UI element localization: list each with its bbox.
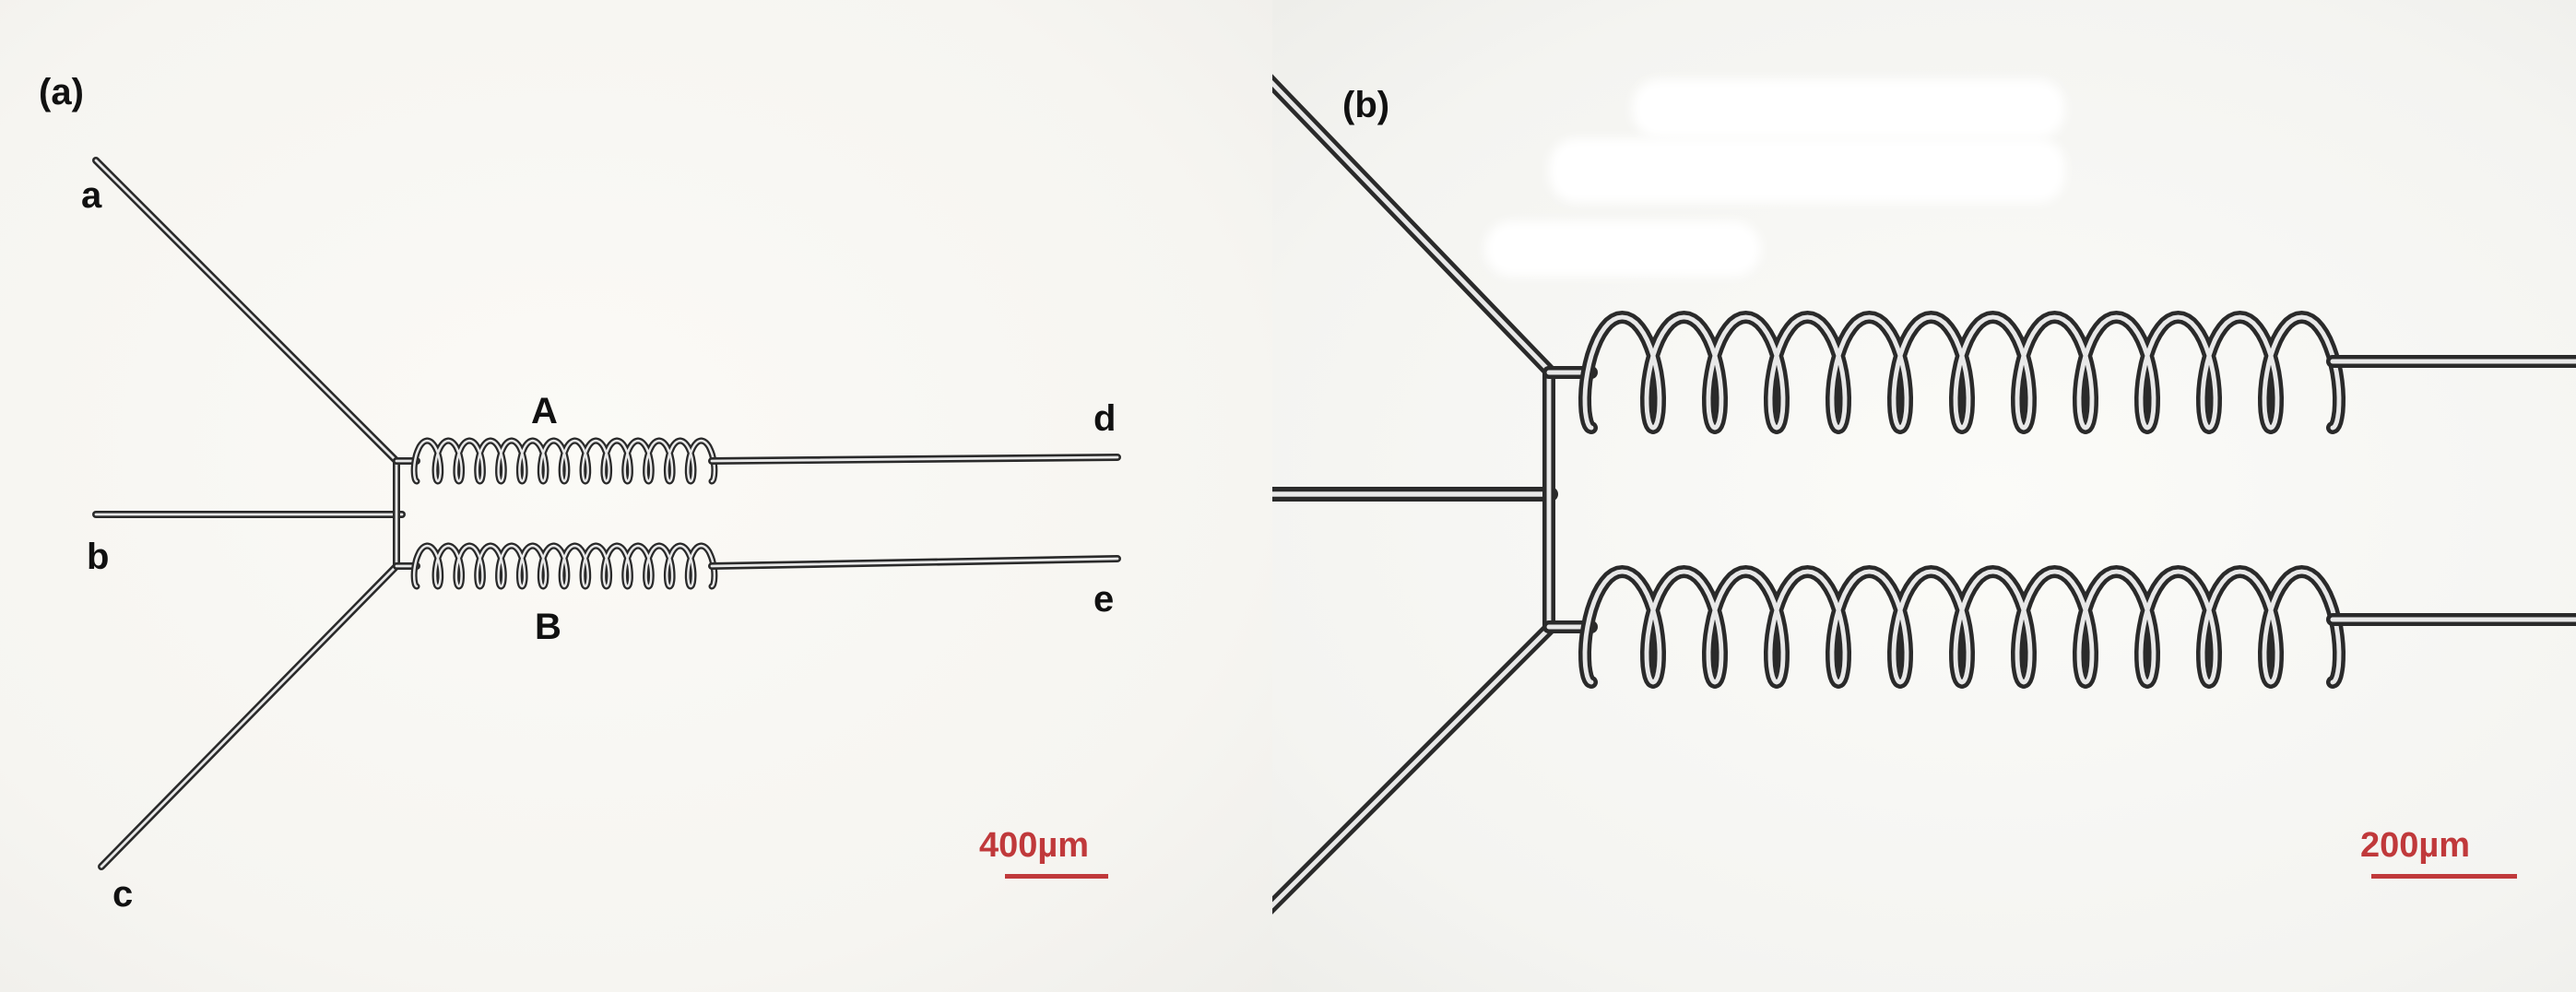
inlet-channel-c-lumen xyxy=(1272,624,1554,909)
coil-channel-a xyxy=(410,437,718,485)
coil-channel-b xyxy=(1578,565,2346,689)
channel-network-a xyxy=(92,157,1121,870)
coil-channel-a-lumen xyxy=(1582,314,2342,431)
channel-network-b xyxy=(1272,74,2576,915)
erased-region xyxy=(1549,138,2065,203)
coil-channel-b-lumen xyxy=(1582,569,2342,685)
coil-channel-b-lumen xyxy=(412,544,716,588)
scale-bar-a xyxy=(1005,874,1108,879)
panel-label-a: (a) xyxy=(39,72,84,112)
scale-bar-label-b: 200µm xyxy=(2360,826,2471,865)
inlet-channel-a-lumen xyxy=(1272,79,1554,375)
channel-label-a: A xyxy=(531,391,558,431)
channel-label-b: B xyxy=(535,607,561,647)
outlet-channel-d-lumen xyxy=(710,455,1119,463)
outlet-channel-e-lumen xyxy=(710,557,1119,568)
microchannel-zoom xyxy=(1272,74,2576,915)
inlet-channel-a-lumen xyxy=(94,159,398,463)
inlet-channel-c-lumen xyxy=(100,564,398,868)
port-label-c: c xyxy=(112,874,134,915)
port-label-a: a xyxy=(81,175,102,216)
panel-b: (b) 200µm xyxy=(1272,0,2576,992)
port-label-d: d xyxy=(1093,398,1117,439)
coil-channel-a-lumen xyxy=(412,439,716,483)
scale-bar-label-a: 400µm xyxy=(979,826,1090,865)
coil-channel-b xyxy=(410,542,718,590)
erased-region xyxy=(1484,221,1761,277)
port-label-b: b xyxy=(87,537,110,577)
coil-channel-a xyxy=(1578,311,2346,434)
erased-region xyxy=(1632,79,2065,138)
port-label-e: e xyxy=(1093,579,1115,620)
panel-a: (a) a b c d e A B 400µm xyxy=(0,0,1272,992)
scale-bar-b xyxy=(2371,874,2517,879)
panel-label-b: (b) xyxy=(1342,85,1390,125)
microchannel-overview xyxy=(92,157,1121,870)
